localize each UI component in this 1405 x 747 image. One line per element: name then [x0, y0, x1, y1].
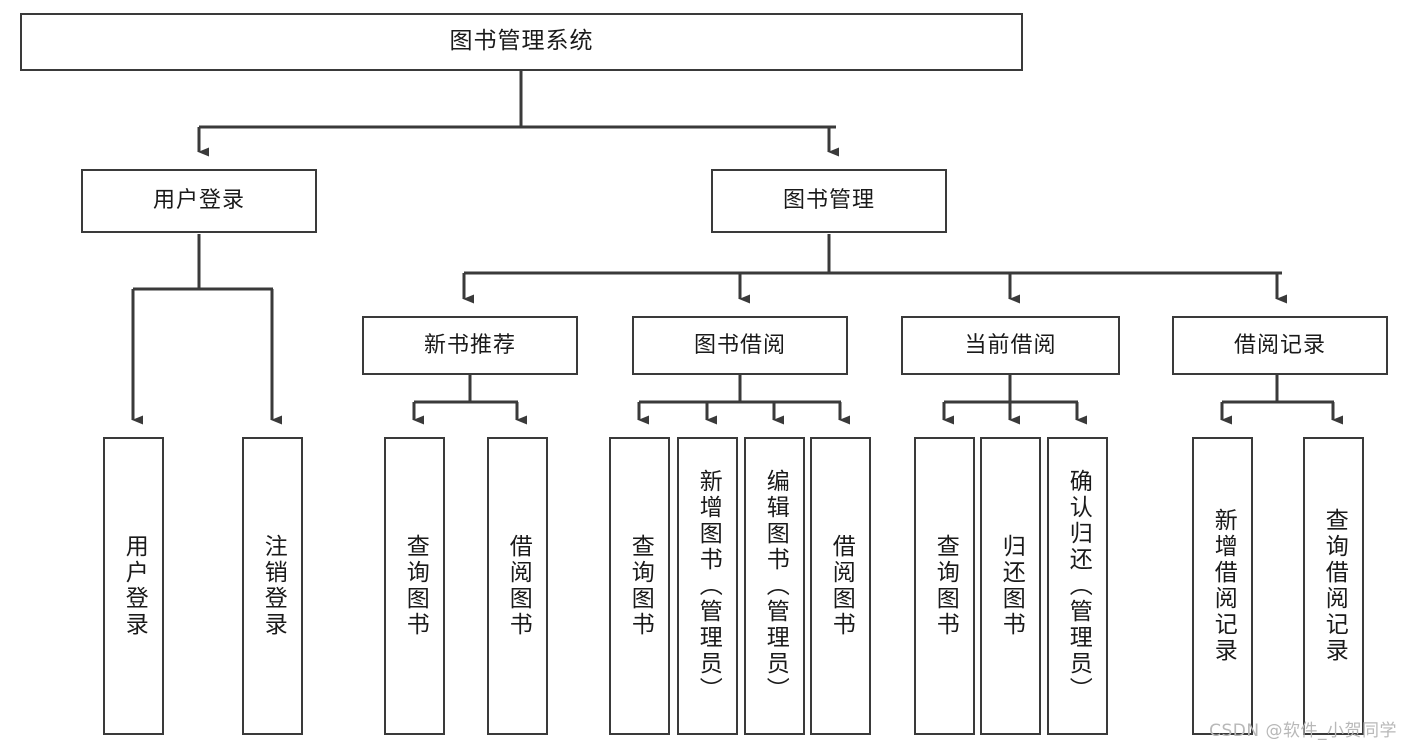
- node-book-management[interactable]: 图书管理: [711, 169, 947, 233]
- leaf-edit-book[interactable]: 编辑图书（管理员）: [744, 437, 805, 735]
- leaf-query-book-3-label: 查询图书: [932, 534, 959, 638]
- node-user-login-label: 用户登录: [152, 188, 245, 214]
- node-root-label: 图书管理系统: [449, 28, 594, 55]
- node-user-login[interactable]: 用户登录: [81, 169, 317, 233]
- leaf-query-record[interactable]: 查询借阅记录: [1303, 437, 1364, 735]
- leaf-add-record[interactable]: 新增借阅记录: [1192, 437, 1253, 735]
- node-borrow-record[interactable]: 借阅记录: [1172, 316, 1388, 375]
- node-book-management-label: 图书管理: [782, 188, 875, 214]
- leaf-query-book-2-label: 查询图书: [627, 534, 654, 638]
- leaf-borrow-book-2-label: 借阅图书: [828, 534, 855, 638]
- csdn-watermark: CSDN @软件_小贺同学: [1209, 721, 1397, 741]
- leaf-add-book[interactable]: 新增图书（管理员）: [677, 437, 738, 735]
- leaf-add-record-label: 新增借阅记录: [1210, 508, 1237, 664]
- leaf-user-login[interactable]: 用户登录: [103, 437, 164, 735]
- node-book-borrow-label: 图书借阅: [693, 332, 786, 358]
- leaf-user-login-label: 用户登录: [121, 534, 148, 638]
- leaf-confirm-return[interactable]: 确认归还（管理员）: [1047, 437, 1108, 735]
- node-borrow-record-label: 借阅记录: [1233, 332, 1326, 358]
- leaf-return-book-label: 归还图书: [998, 534, 1025, 638]
- node-root[interactable]: 图书管理系统: [20, 13, 1023, 71]
- leaf-logout-login-label: 注销登录: [260, 534, 287, 638]
- leaf-borrow-book-2[interactable]: 借阅图书: [810, 437, 871, 735]
- leaf-borrow-book-1[interactable]: 借阅图书: [487, 437, 548, 735]
- leaf-borrow-book-1-label: 借阅图书: [505, 534, 532, 638]
- leaf-logout-login[interactable]: 注销登录: [242, 437, 303, 735]
- leaf-query-book-3[interactable]: 查询图书: [914, 437, 975, 735]
- node-current-borrow-label: 当前借阅: [964, 332, 1057, 358]
- leaf-add-book-label: 新增图书（管理员）: [695, 469, 722, 703]
- leaf-query-book-1[interactable]: 查询图书: [384, 437, 445, 735]
- leaf-query-book-1-label: 查询图书: [402, 534, 429, 638]
- leaf-query-record-label: 查询借阅记录: [1321, 508, 1348, 664]
- node-current-borrow[interactable]: 当前借阅: [901, 316, 1120, 375]
- leaf-return-book[interactable]: 归还图书: [980, 437, 1041, 735]
- node-new-book-recommend[interactable]: 新书推荐: [362, 316, 578, 375]
- leaf-edit-book-label: 编辑图书（管理员）: [762, 469, 789, 703]
- node-new-book-recommend-label: 新书推荐: [423, 332, 516, 358]
- leaf-query-book-2[interactable]: 查询图书: [609, 437, 670, 735]
- leaf-confirm-return-label: 确认归还（管理员）: [1065, 469, 1092, 703]
- node-book-borrow[interactable]: 图书借阅: [632, 316, 848, 375]
